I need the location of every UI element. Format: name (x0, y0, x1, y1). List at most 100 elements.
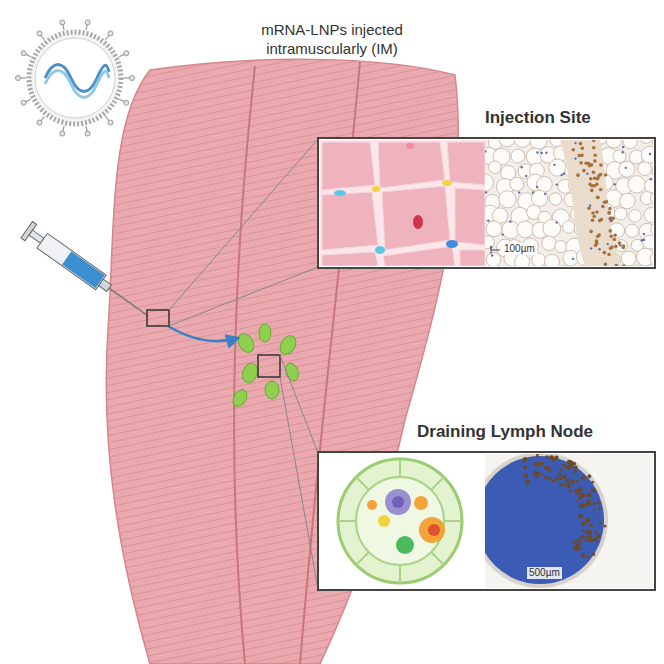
stained-cell (581, 146, 585, 150)
immune-cell (442, 180, 452, 186)
injection-histology (485, 140, 653, 266)
nucleus (619, 244, 621, 246)
immune-cell (396, 536, 414, 554)
immune-cell (334, 190, 346, 196)
adipocyte (619, 161, 635, 177)
stained-cell (621, 246, 625, 250)
nucleus (607, 243, 609, 245)
stained-cell (559, 483, 562, 486)
stained-cell (581, 535, 584, 538)
stained-cell (552, 479, 556, 483)
nucleus (598, 248, 600, 250)
nucleus (487, 219, 489, 221)
stained-cell (575, 466, 577, 468)
stained-cell (523, 457, 527, 461)
stained-cell (613, 233, 617, 237)
adipocyte (549, 193, 561, 205)
stained-cell (613, 238, 617, 242)
adipocyte (562, 221, 575, 234)
stained-cell (596, 534, 600, 538)
nucleus (536, 151, 538, 153)
immune-cell (378, 515, 390, 527)
stained-cell (571, 148, 575, 152)
nucleus (641, 239, 643, 241)
nucleus (643, 239, 645, 241)
stained-cell (579, 142, 583, 146)
stained-cell (576, 539, 579, 542)
adipocyte (489, 161, 501, 173)
nucleus (525, 175, 527, 177)
stained-cell (575, 500, 577, 502)
stained-cell (592, 488, 596, 492)
peg-head (124, 100, 129, 105)
peg-head (85, 131, 90, 136)
stained-cell (593, 554, 595, 556)
syringe-barrel (37, 233, 106, 289)
inset-panel: Draining Lymph Node (318, 418, 655, 590)
nucleus (501, 233, 503, 235)
adipocyte (642, 235, 653, 249)
panel-heading: Draining Lymph Node (415, 422, 595, 442)
nucleus (518, 191, 520, 193)
adipocyte (628, 176, 645, 193)
muscle-cell (322, 192, 378, 250)
immune-cell-nucleus (392, 496, 404, 508)
lymph-node (277, 333, 299, 357)
stained-cell (539, 461, 543, 465)
stained-cell (578, 496, 582, 500)
adipocyte (623, 140, 637, 149)
adipocyte (640, 140, 652, 143)
stained-cell (525, 479, 530, 484)
immune-cell (372, 186, 380, 192)
stained-cell (601, 205, 605, 209)
stained-cell (580, 515, 583, 518)
stained-cell (524, 474, 529, 479)
adipocyte (614, 208, 626, 220)
peg-head (85, 20, 90, 25)
stained-cell (562, 463, 565, 466)
nucleus (491, 254, 493, 256)
stained-cell (599, 188, 603, 192)
immune-cell (419, 517, 445, 543)
nucleus (613, 183, 615, 185)
stained-cell (593, 159, 597, 163)
stained-cell (582, 529, 585, 532)
lymph-node (265, 381, 279, 399)
stained-cell (534, 462, 539, 467)
mrna-strand (45, 71, 109, 98)
stained-cell (576, 173, 580, 177)
lymph-node-drawing (338, 459, 462, 583)
lymph-node (235, 331, 257, 355)
nucleus (608, 218, 610, 220)
adipocyte (625, 224, 638, 237)
stained-cell (573, 469, 577, 473)
stained-cell (586, 503, 589, 506)
stained-cell (567, 460, 572, 465)
lymph-nodes (230, 324, 300, 409)
illustration-part (338, 459, 462, 583)
nucleus (485, 191, 487, 193)
stained-cell (565, 479, 569, 483)
adipocyte (514, 140, 531, 147)
drainage-arrow (168, 326, 238, 341)
nucleus (556, 183, 558, 185)
stained-cell (595, 182, 599, 186)
stained-cell (597, 506, 600, 509)
stained-cell (541, 473, 544, 476)
adipocyte (620, 193, 636, 209)
stained-cell (598, 219, 602, 223)
inset-ground (318, 138, 655, 268)
stained-cell (595, 210, 599, 214)
stained-cell (596, 195, 600, 199)
trabecula (338, 520, 356, 522)
adipocyte (485, 174, 493, 192)
adipocyte (499, 140, 516, 147)
stained-cell (615, 264, 619, 266)
stained-cell (594, 243, 598, 247)
stained-cell (593, 177, 597, 181)
peg-head (37, 120, 42, 125)
stained-cell (604, 262, 608, 266)
stained-cell (573, 545, 578, 550)
leader-line (169, 139, 318, 310)
nucleus (520, 166, 522, 168)
